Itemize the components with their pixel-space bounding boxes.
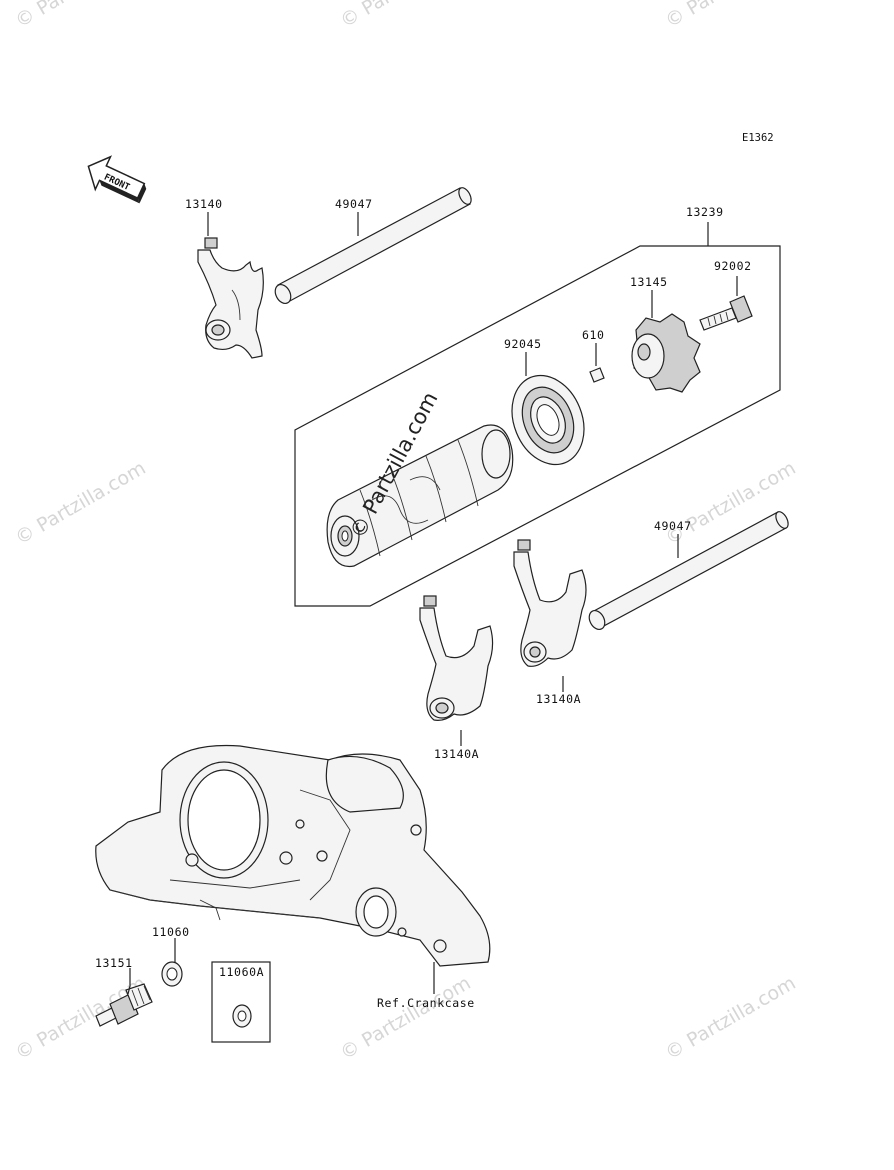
watermark: © Partzilla.com <box>662 457 800 549</box>
part-number-drum-assembly: 13239 <box>686 205 724 219</box>
shift-rod-right <box>588 511 789 631</box>
bolt-icon <box>699 295 753 331</box>
part-number-bolt: 92002 <box>714 259 752 273</box>
part-number-pin: 610 <box>582 328 605 342</box>
watermark: © Partzilla.com <box>337 972 475 1064</box>
leader-lines <box>127 212 738 995</box>
part-number-drum-cam: 13145 <box>630 275 668 289</box>
part-number-fork-right: 13140A <box>536 692 581 706</box>
shift-fork-right <box>513 539 587 667</box>
watermark: © Partzilla.com <box>662 0 800 32</box>
part-number-neutral-switch: 13151 <box>95 956 133 970</box>
shift-rod-top <box>274 187 472 305</box>
shift-fork-top-left <box>197 237 264 359</box>
part-number-fork-center: 13140A <box>434 747 479 761</box>
neutral-switch-icon <box>95 983 153 1027</box>
washer-boxed-icon <box>232 1004 252 1028</box>
washer-icon <box>161 961 183 987</box>
part-number-shaft-right: 49047 <box>654 519 692 533</box>
bearing-icon <box>511 374 585 466</box>
watermark: © Partzilla.com <box>12 0 150 32</box>
diagram-code: E1362 <box>742 132 774 144</box>
front-arrow-icon: FRONT <box>87 155 147 204</box>
washer-boxed-frame <box>211 961 271 1043</box>
shift-drum-icon <box>326 424 514 568</box>
part-number-washer-boxed: 11060A <box>219 965 264 979</box>
part-number-shaft-top: 49047 <box>335 197 373 211</box>
part-number-bearing: 92045 <box>504 337 542 351</box>
crankcase-reference-icon <box>95 744 491 967</box>
watermark: © Partzilla.com <box>662 972 800 1064</box>
part-number-fork-top-left: 13140 <box>185 197 223 211</box>
drum-cam-icon <box>631 313 701 393</box>
watermark: © Partzilla.com <box>337 0 475 32</box>
drum-assembly-bracket <box>294 222 781 607</box>
watermark: © Partzilla.com <box>12 457 150 549</box>
part-number-washer: 11060 <box>152 925 190 939</box>
shift-fork-center <box>419 595 494 721</box>
reference-label: Ref.Crankcase <box>377 996 475 1010</box>
pin-icon <box>589 367 605 383</box>
